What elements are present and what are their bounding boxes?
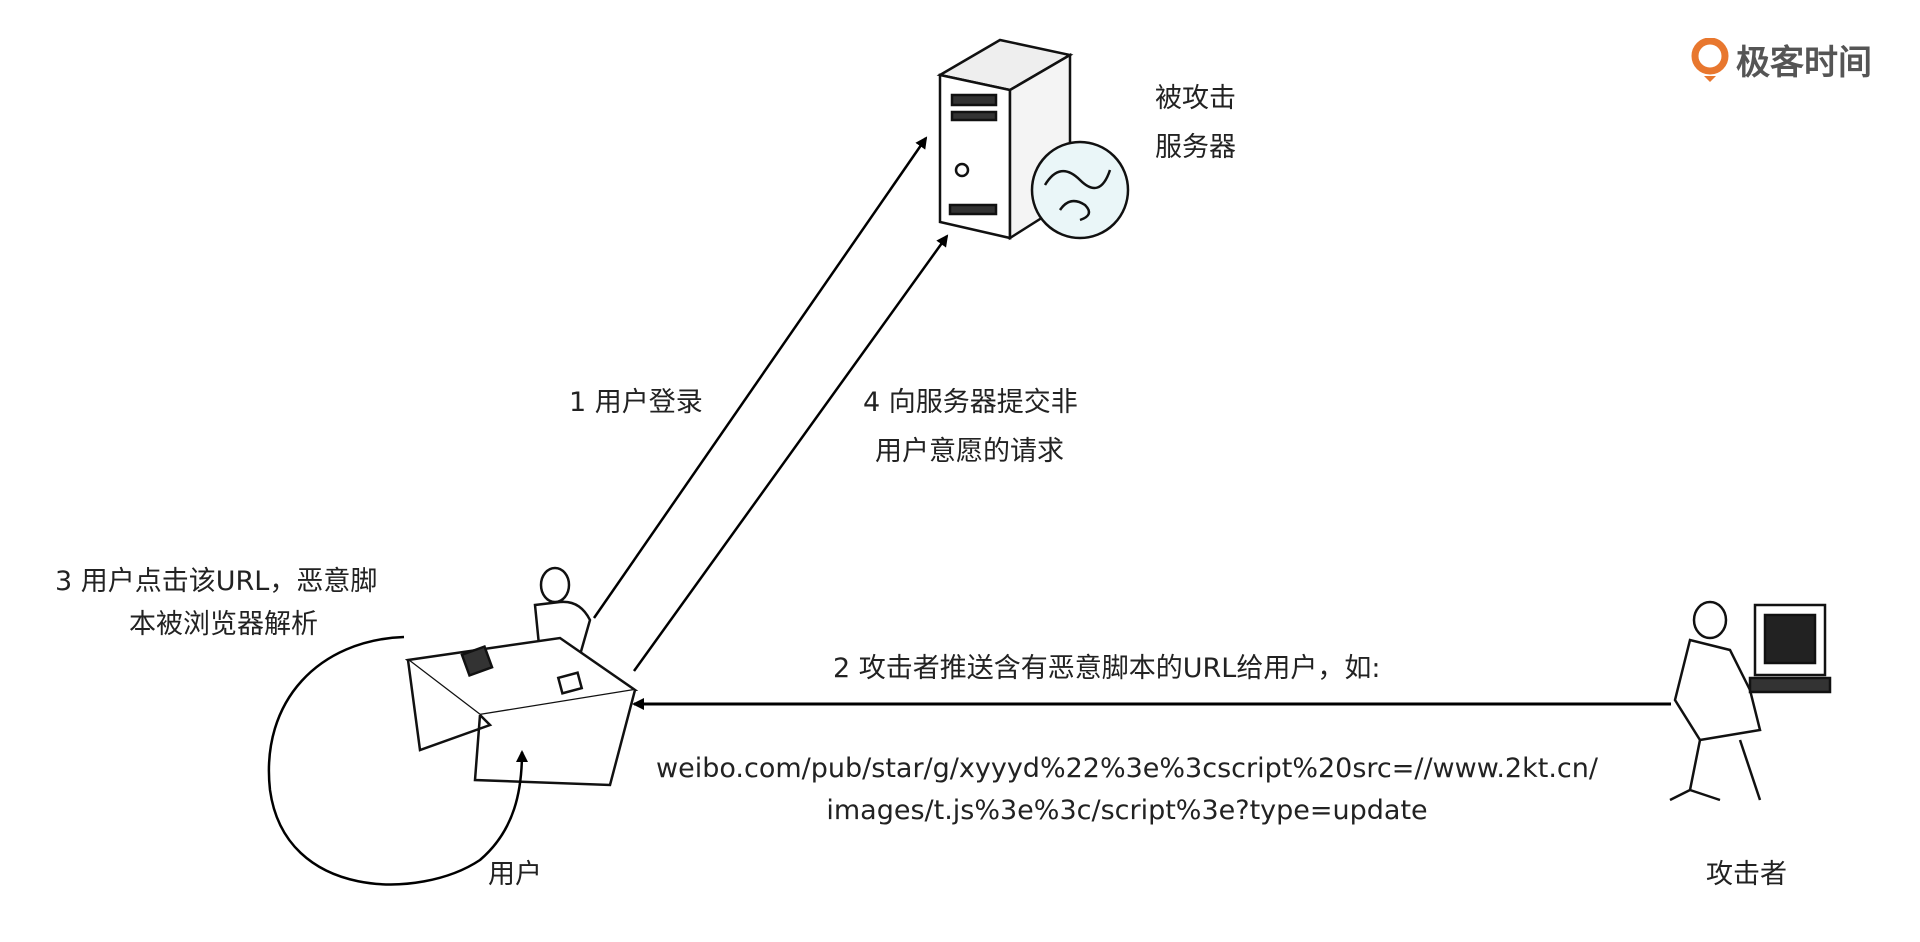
step4-label-line1: 4 向服务器提交非 xyxy=(863,387,1078,418)
step2-url-line1: weibo.com/pub/star/g/xyyyd%22%3e%3cscrip… xyxy=(656,753,1598,784)
user-label: 用户 xyxy=(488,859,542,890)
arrow-step4 xyxy=(632,234,949,672)
attacker-label: 攻击者 xyxy=(1706,859,1787,890)
user-at-desk-icon xyxy=(404,566,639,787)
step3-label-line1: 3 用户点击该URL，恶意脚 xyxy=(55,566,378,597)
arrow-step3-loop xyxy=(267,635,528,886)
logo-text: 极客时间 xyxy=(1736,43,1872,83)
step2-url-line2: images/t.js%3e%3c/script%3e?type=update xyxy=(826,795,1428,826)
step4-label-line2: 用户意愿的请求 xyxy=(875,436,1064,467)
logo: 极客时间 xyxy=(1690,35,1872,84)
arrow-step1 xyxy=(592,136,928,619)
attacker-at-computer-icon xyxy=(1669,600,1832,802)
geektime-logo-icon xyxy=(1691,37,1729,82)
server-label-line2: 服务器 xyxy=(1155,132,1236,163)
step3-label-line2: 本被浏览器解析 xyxy=(129,609,318,640)
server-label-line1: 被攻击 xyxy=(1155,83,1236,114)
step2-label: 2 攻击者推送含有恶意脚本的URL给用户，如: xyxy=(833,653,1381,684)
step1-label: 1 用户登录 xyxy=(569,387,703,418)
server-globe-icon xyxy=(936,38,1130,241)
